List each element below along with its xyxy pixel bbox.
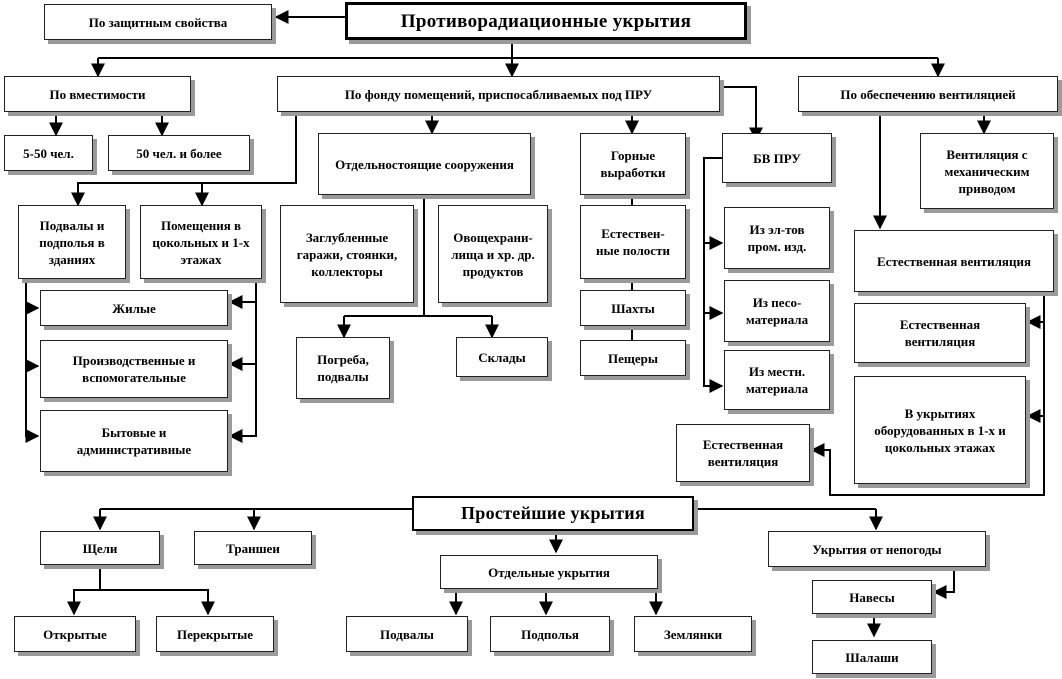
- node-iz-peso-materiala: Из песо-материала: [724, 280, 830, 342]
- node-v-ukrytiyakh: В укрытиях оборудованных в 1-х и цокольн…: [854, 376, 1026, 484]
- connector: [703, 157, 724, 393]
- node-iz-el-tov: Из эл-тов пром. изд.: [724, 207, 830, 269]
- connector: [228, 280, 257, 443]
- node-ovoshchekhranilishcha: Овощехрани-лища и хр. др. продуктов: [438, 205, 548, 303]
- node-zemlyanki: Землянки: [634, 616, 752, 652]
- node-otdelnye-ukrytiya: Отдельные укрытия: [440, 555, 658, 589]
- node-ventilyatsiya: По обеспечению вентиляцией: [798, 76, 1058, 112]
- node-navesy: Навесы: [812, 580, 932, 614]
- node-sklady: Склады: [456, 337, 548, 377]
- node-podvaly-v-zdaniyakh: Подвалы и подполья в зданиях: [18, 205, 126, 279]
- node-nepogoda: Укрытия от непогоды: [768, 531, 986, 567]
- node-transhei: Траншеи: [194, 531, 312, 565]
- node-shcheli: Щели: [40, 531, 160, 565]
- connector: [71, 112, 297, 207]
- node-iz-mestn-materiala: Из местн. материала: [724, 350, 830, 410]
- node-zaglublennye: Заглубленные гаражи, стоянки, коллекторы: [280, 205, 414, 303]
- title-prosteyshie: Простейшие укрытия: [412, 496, 694, 531]
- node-pogreba: Погреба, подвалы: [296, 337, 390, 399]
- node-peshchery: Пещеры: [580, 340, 686, 376]
- node-perekrytye: Перекрытые: [156, 616, 274, 652]
- node-bytovye: Бытовые и административные: [40, 410, 228, 472]
- node-shakhty: Шахты: [580, 290, 686, 326]
- node-pomeshcheniya-tsokol: Помещения в цокольных и 1-х этажах: [140, 205, 262, 279]
- node-zhilye: Жилые: [40, 290, 228, 326]
- node-estestvennaya-ventilyatsiya-1: Естественная вентиляция: [854, 230, 1054, 292]
- node-gornye-vyrabotki: Горные выработки: [580, 133, 686, 195]
- node-estestvennye-polosti: Естествен-ные полости: [580, 205, 686, 279]
- node-fond-pomeshcheniy: По фонду помещений, приспосабливаемых по…: [277, 76, 720, 112]
- node-podpolya: Подполья: [490, 616, 610, 652]
- connector: [100, 589, 215, 616]
- connector: [810, 262, 1045, 496]
- title-protivoradiatsionnye: Противорадиационные укрытия: [345, 2, 747, 40]
- node-bv-pru: БВ ПРУ: [722, 133, 832, 183]
- node-podvaly: Подвалы: [346, 616, 468, 652]
- node-vmestimost: По вместимости: [4, 76, 191, 112]
- node-50-plus: 50 чел. и более: [108, 135, 250, 171]
- node-otdelnostoyashchie: Отдельностоящие сооружения: [318, 133, 531, 195]
- node-zashchitnye: По защитным свойства: [44, 4, 272, 40]
- connector: [67, 564, 101, 616]
- node-otkrytye: Открытые: [14, 616, 136, 652]
- connector: [932, 566, 955, 599]
- connector: [25, 280, 40, 443]
- node-estestvennaya-ventilyatsiya-2: Естественная вентиляция: [854, 303, 1026, 363]
- connector: [720, 86, 763, 142]
- node-5-50: 5-50 чел.: [4, 135, 93, 171]
- node-shalashi: Шалаши: [812, 640, 932, 674]
- node-mekhanicheskiy: Вентиляция с механическим приводом: [920, 133, 1054, 209]
- node-proizvodstvennye: Производственные и вспомогательные: [40, 340, 228, 398]
- node-estestvennaya-ventilyatsiya-3: Естественная вентиляция: [676, 424, 810, 482]
